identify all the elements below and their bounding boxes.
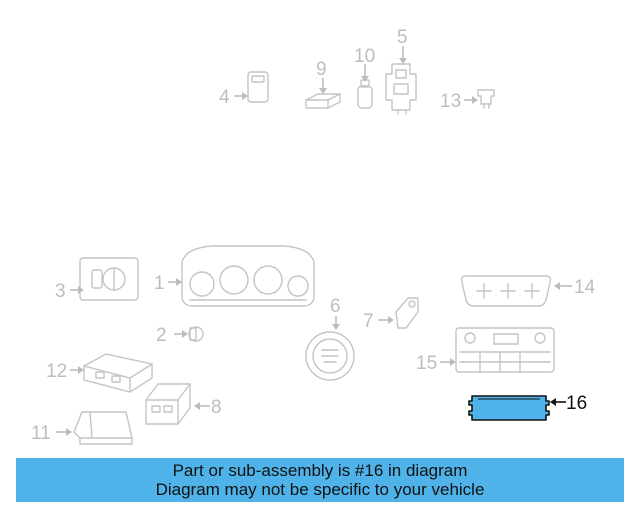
callout-7[interactable]: 7: [363, 311, 374, 332]
part-9-module[interactable]: [305, 93, 341, 109]
callout-2[interactable]: 2: [156, 325, 167, 346]
part-1-instrument-cluster[interactable]: [181, 245, 315, 307]
part-13-socket[interactable]: [477, 89, 495, 109]
callout-14[interactable]: 14: [574, 277, 596, 298]
callout-2-arrowhead: [182, 330, 188, 338]
callout-11-arrowhead: [66, 428, 72, 436]
info-banner: Part or sub-assembly is #16 in diagram D…: [16, 458, 624, 502]
callout-5[interactable]: 5: [397, 27, 408, 48]
callout-3-arrowhead: [78, 286, 84, 294]
callout-14-arrowhead: [554, 282, 560, 290]
part-15-control-unit[interactable]: [455, 327, 555, 373]
callout-12-arrowhead: [78, 366, 84, 374]
callout-13[interactable]: 13: [440, 91, 461, 112]
part-7-bracket[interactable]: [395, 297, 419, 329]
callout-13-arrowhead: [472, 96, 478, 104]
part-16-body[interactable]: [468, 395, 550, 421]
part-11-receiver[interactable]: [73, 411, 133, 445]
callout-9[interactable]: 9: [316, 59, 327, 80]
banner-line-1: Part or sub-assembly is #16 in diagram: [172, 461, 468, 480]
part-16-panel-highlighted[interactable]: [468, 395, 550, 421]
callout-3[interactable]: 3: [55, 281, 66, 302]
callout-15[interactable]: 15: [416, 353, 437, 374]
part-5-switch[interactable]: [385, 63, 417, 115]
callout-1-arrowhead: [176, 278, 182, 286]
callout-16[interactable]: 16: [566, 393, 587, 414]
parts-diagram: 5 10 9 4 13 3: [31, 27, 596, 445]
callout-7-arrowhead: [388, 316, 394, 324]
part-12-module[interactable]: [83, 353, 153, 393]
part-6-start-button[interactable]: [305, 331, 355, 381]
part-14-climate-panel[interactable]: [460, 275, 552, 307]
callout-6[interactable]: 6: [330, 296, 341, 317]
part-2-bulb[interactable]: [188, 326, 204, 342]
banner-line-2: Diagram may not be specific to your vehi…: [155, 480, 485, 499]
callout-16-arrowhead: [550, 398, 556, 406]
callout-1[interactable]: 1: [154, 273, 165, 294]
part-8-connector[interactable]: [145, 383, 191, 425]
callout-8[interactable]: 8: [211, 397, 222, 418]
part-4-knob[interactable]: [247, 71, 269, 103]
callout-4-arrowhead: [242, 92, 248, 100]
part-10-sensor[interactable]: [357, 79, 373, 109]
part-3-headlamp-switch[interactable]: [79, 257, 139, 301]
callout-5-arrowhead: [399, 58, 407, 64]
callout-8-arrowhead: [194, 402, 200, 410]
callout-12[interactable]: 12: [46, 361, 67, 382]
callout-11[interactable]: 11: [31, 423, 51, 444]
callout-10[interactable]: 10: [354, 46, 375, 67]
callout-4[interactable]: 4: [219, 87, 230, 108]
callout-15-arrowhead: [450, 358, 456, 366]
callout-6-arrowhead: [332, 324, 340, 330]
callout-9-arrowhead: [319, 88, 327, 94]
callout-10-arrowhead: [361, 76, 369, 82]
